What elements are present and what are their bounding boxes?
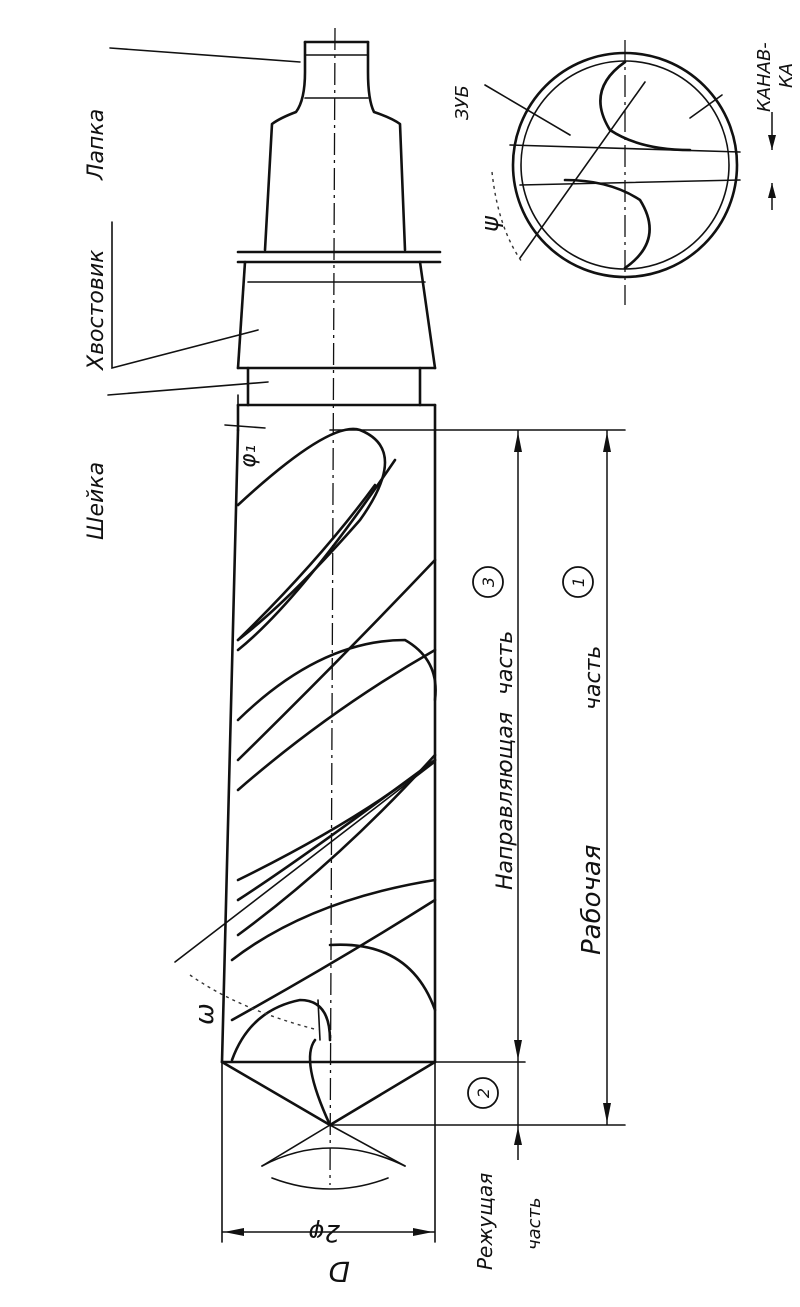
dim-cut-arrow [514, 1127, 522, 1145]
cross-section [484, 40, 776, 305]
angle-2phi-leg-l [261, 1124, 331, 1167]
omega-mark [317, 999, 321, 1041]
label-sheika: Шейка [84, 462, 109, 540]
drill-point [220, 1060, 437, 1127]
dim-guide-arrow-bot [514, 1040, 522, 1060]
label-ka: КА [776, 63, 797, 88]
drill-body [220, 403, 437, 1127]
label-lapka: Лапка [84, 109, 109, 181]
dim-guide-arrow-top [514, 432, 522, 452]
marker-3: 3 [479, 577, 498, 587]
label-zub: ЗУБ [452, 85, 473, 120]
phi1-mark [224, 424, 266, 429]
drill-axis [329, 27, 336, 1186]
symbol-omega: ω [190, 1003, 220, 1025]
shank [236, 250, 442, 370]
dim-work-arrow-bot [603, 1103, 611, 1123]
label-work-chast: часть [581, 646, 606, 710]
marker-1-circle [562, 566, 594, 598]
angle-2phi-arrowarc [271, 1177, 389, 1190]
angle-2phi-arc [261, 1147, 406, 1167]
symbol-phi1: φ₁ [236, 445, 261, 468]
tang [263, 40, 407, 252]
omega-line [174, 761, 436, 963]
neck [236, 366, 437, 407]
symbol-2phi: 2φ [309, 1219, 340, 1247]
omega-arc [189, 974, 319, 1031]
label-rezhushchaya: Режущая [473, 1173, 497, 1270]
label-guide-chast: часть [493, 631, 518, 695]
dim-d-arrow-r [413, 1228, 433, 1236]
leader-lapka [109, 47, 301, 63]
marker-1: 1 [569, 577, 588, 587]
leader-sheika [107, 381, 269, 396]
symbol-d: D [328, 1255, 350, 1288]
label-rabochaya: Рабочая [577, 845, 607, 956]
label-cut-chast: часть [524, 1197, 545, 1250]
marker-2: 2 [474, 1088, 493, 1098]
label-khvostovik: Хвостовик [84, 249, 109, 371]
dim-d-arrow-l [224, 1228, 244, 1236]
dim-work-arrow-top [603, 432, 611, 452]
label-kanav: КАНАВ- [754, 42, 775, 112]
leader-khvostovik [111, 221, 259, 370]
label-napravlyayushchaya: Направляющая [493, 712, 518, 890]
symbol-psi: ψ [476, 215, 504, 232]
angle-2phi-leg-r [329, 1124, 406, 1167]
marker-3-circle [472, 566, 504, 598]
marker-2-circle [467, 1077, 499, 1109]
